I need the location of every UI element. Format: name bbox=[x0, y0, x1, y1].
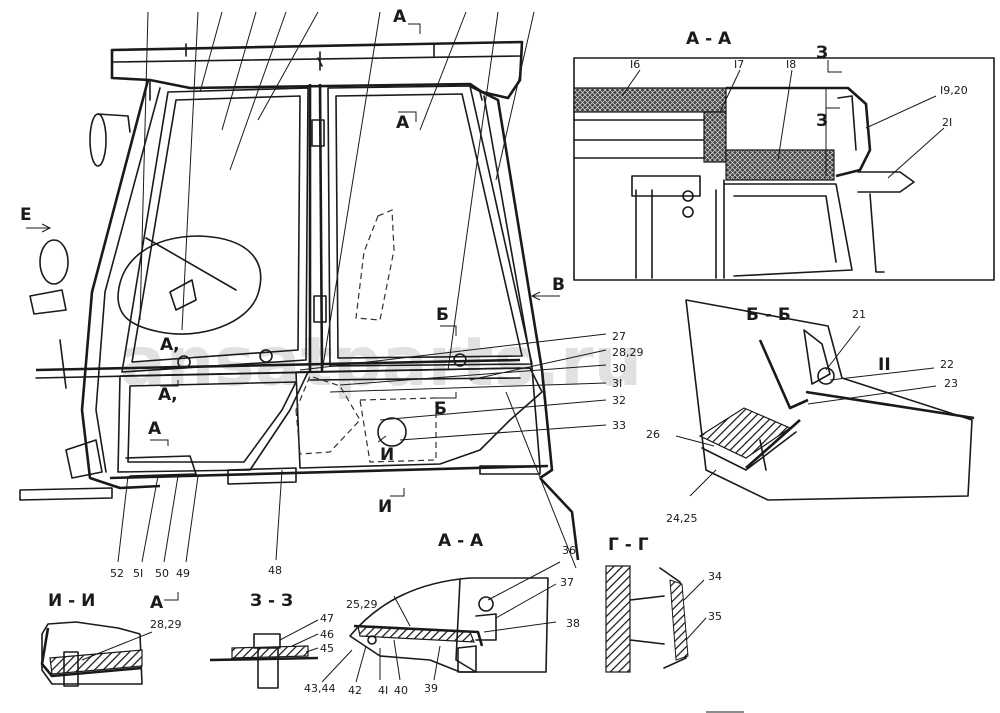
callout-25-29: 25,29 bbox=[346, 598, 378, 611]
view-marker-b1: Б bbox=[436, 305, 449, 325]
callout-34: 34 bbox=[708, 570, 722, 583]
view-marker-e: Е bbox=[20, 205, 32, 225]
section-ii bbox=[40, 621, 153, 687]
callout-35: 35 bbox=[708, 610, 722, 623]
view-marker-a-left3: А bbox=[148, 419, 162, 439]
callout-47: 47 bbox=[320, 612, 334, 625]
callout-31: 3I bbox=[612, 377, 622, 390]
callout-36: 36 bbox=[562, 544, 576, 557]
callout-17: I7 bbox=[734, 58, 744, 71]
view-marker-a-bottom: А bbox=[150, 593, 164, 613]
section-title-bb: Б - Б bbox=[746, 305, 791, 325]
callout-46: 46 bbox=[320, 628, 334, 641]
view-marker-a-left1: А, bbox=[160, 335, 180, 355]
callout-23: 23 bbox=[944, 377, 958, 390]
callout-39: 39 bbox=[424, 682, 438, 695]
section-title-aa-bottom: А - А bbox=[438, 531, 484, 551]
callout-21-bb: 21 bbox=[852, 308, 866, 321]
callout-43-44: 43,44 bbox=[304, 682, 336, 695]
view-marker-v: В bbox=[552, 275, 565, 295]
callout-49: 49 bbox=[176, 567, 190, 580]
view-marker-z-mid: З bbox=[816, 111, 828, 131]
callout-40: 40 bbox=[394, 684, 408, 697]
callout-52: 52 bbox=[110, 567, 124, 580]
view-marker-i1: И bbox=[380, 445, 394, 465]
callout-42: 42 bbox=[348, 684, 362, 697]
callout-45: 45 bbox=[320, 642, 334, 655]
view-marker-a-left2: А, bbox=[158, 385, 178, 405]
section-aa-bottom bbox=[321, 561, 561, 683]
callout-38: 38 bbox=[566, 617, 580, 630]
callout-19-20: I9,20 bbox=[940, 84, 968, 97]
view-marker-b2: Б bbox=[434, 399, 447, 419]
view-marker-z-top: З bbox=[816, 43, 828, 63]
callout-24-25: 24,25 bbox=[666, 512, 698, 525]
section-title-ii: И - И bbox=[48, 591, 95, 611]
callout-26: 26 bbox=[646, 428, 660, 441]
section-title-gg: Г - Г bbox=[608, 535, 649, 555]
section-title-zz: З - З bbox=[250, 591, 293, 611]
callout-51: 5I bbox=[133, 567, 143, 580]
callout-37: 37 bbox=[560, 576, 574, 589]
view-marker-i2: И bbox=[378, 497, 392, 517]
callout-32: 32 bbox=[612, 394, 626, 407]
callout-27: 27 bbox=[612, 330, 626, 343]
callout-22: 22 bbox=[940, 358, 954, 371]
view-marker-a-mid: А bbox=[396, 113, 410, 133]
callout-28-29: 28,29 bbox=[612, 346, 644, 359]
callout-28-29-ii: 28,29 bbox=[150, 618, 182, 631]
callout-50: 50 bbox=[155, 567, 169, 580]
callout-16: I6 bbox=[630, 58, 640, 71]
section-zz bbox=[209, 619, 319, 689]
view-marker-roman-ii: II bbox=[878, 355, 891, 375]
section-bb bbox=[675, 299, 975, 501]
callout-33: 33 bbox=[612, 419, 626, 432]
callout-48: 48 bbox=[268, 564, 282, 577]
section-aa-top bbox=[573, 57, 995, 281]
callout-41: 4I bbox=[378, 684, 388, 697]
cab-main-view bbox=[19, 11, 607, 569]
view-marker-a-top: А bbox=[393, 7, 407, 27]
callout-30: 30 bbox=[612, 362, 626, 375]
section-gg bbox=[605, 565, 707, 673]
callout-21-top: 2I bbox=[942, 116, 952, 129]
section-title-aa-top: А - А bbox=[686, 29, 732, 49]
callout-18: I8 bbox=[786, 58, 796, 71]
